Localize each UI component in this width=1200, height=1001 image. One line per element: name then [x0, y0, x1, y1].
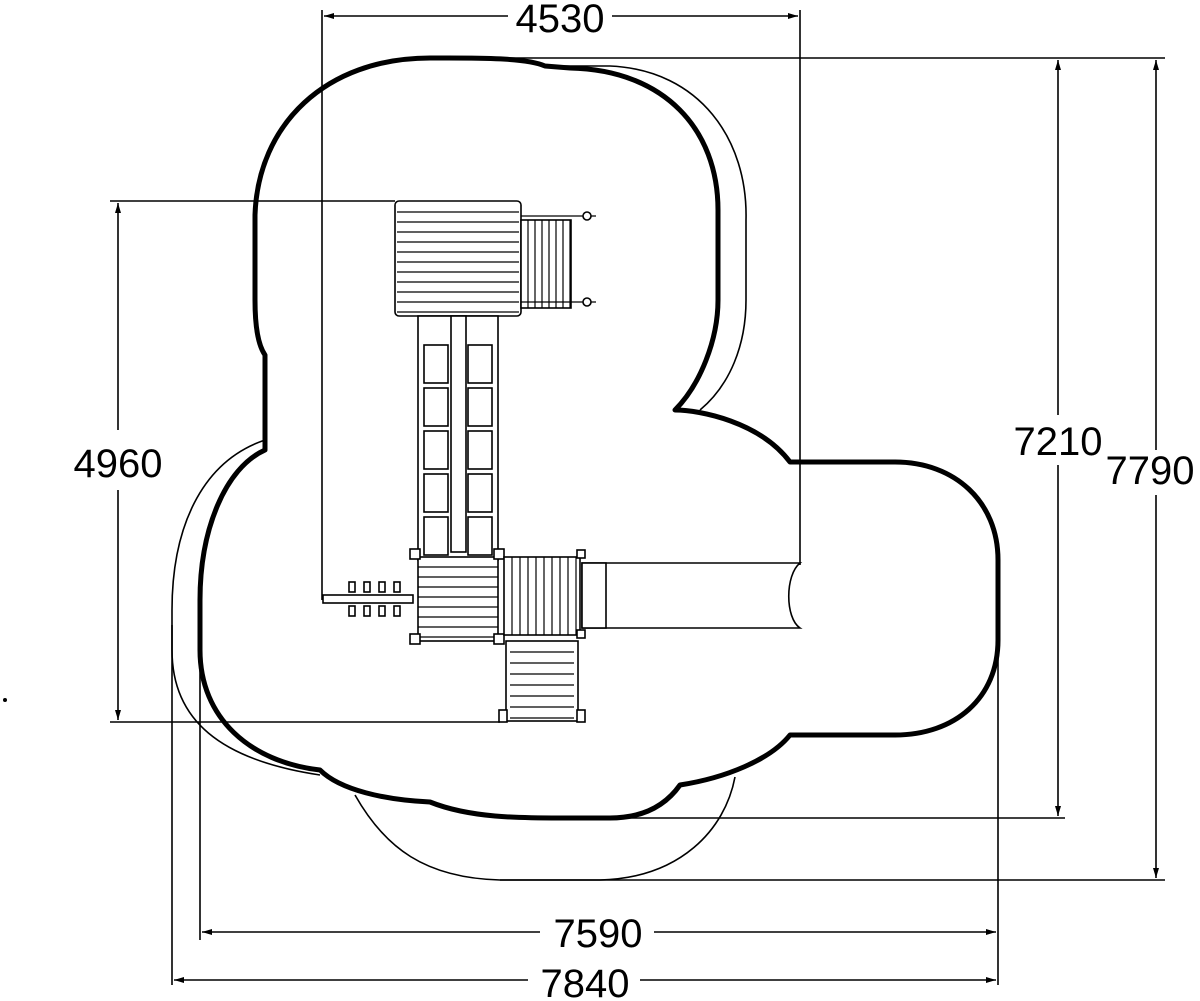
column-block	[423, 473, 449, 513]
rung-post	[378, 605, 386, 617]
upper-deck-roof	[394, 200, 522, 317]
dimension-top-width: 4530	[321, 0, 801, 600]
rung-post	[348, 581, 356, 593]
lower-deck	[417, 556, 499, 642]
column-block	[467, 387, 493, 427]
bridge-deck	[503, 556, 581, 636]
rung-post	[393, 605, 401, 617]
dimension-bottom-widths: 7590 7840	[171, 625, 999, 1001]
play-structure	[322, 200, 803, 723]
dimension-label-7210: 7210	[1014, 420, 1103, 464]
lower-stairs	[505, 640, 579, 722]
rung-post	[393, 581, 401, 593]
dimension-label-4960: 4960	[74, 442, 163, 486]
dimension-label-4530: 4530	[516, 0, 605, 41]
stray-dot	[3, 698, 7, 702]
column-block	[467, 344, 493, 384]
rung-post	[363, 581, 371, 593]
rung-post	[348, 605, 356, 617]
rung-post	[363, 605, 371, 617]
dimension-right-heights: 7210 7790	[430, 57, 1195, 881]
rung-post	[378, 581, 386, 593]
slide	[581, 562, 803, 629]
dimension-label-7840: 7840	[541, 962, 630, 1001]
dimension-label-7790: 7790	[1106, 449, 1195, 493]
column-block	[467, 473, 493, 513]
dimension-left-height: 4960	[74, 200, 500, 723]
safety-zone-outline	[197, 55, 1001, 821]
column-block	[423, 516, 449, 556]
column-block	[423, 430, 449, 470]
column-block	[467, 516, 493, 556]
column-block	[467, 430, 493, 470]
side-rungs	[322, 594, 414, 604]
column-block	[423, 344, 449, 384]
dimension-label-7590: 7590	[554, 912, 643, 956]
column-block	[423, 387, 449, 427]
